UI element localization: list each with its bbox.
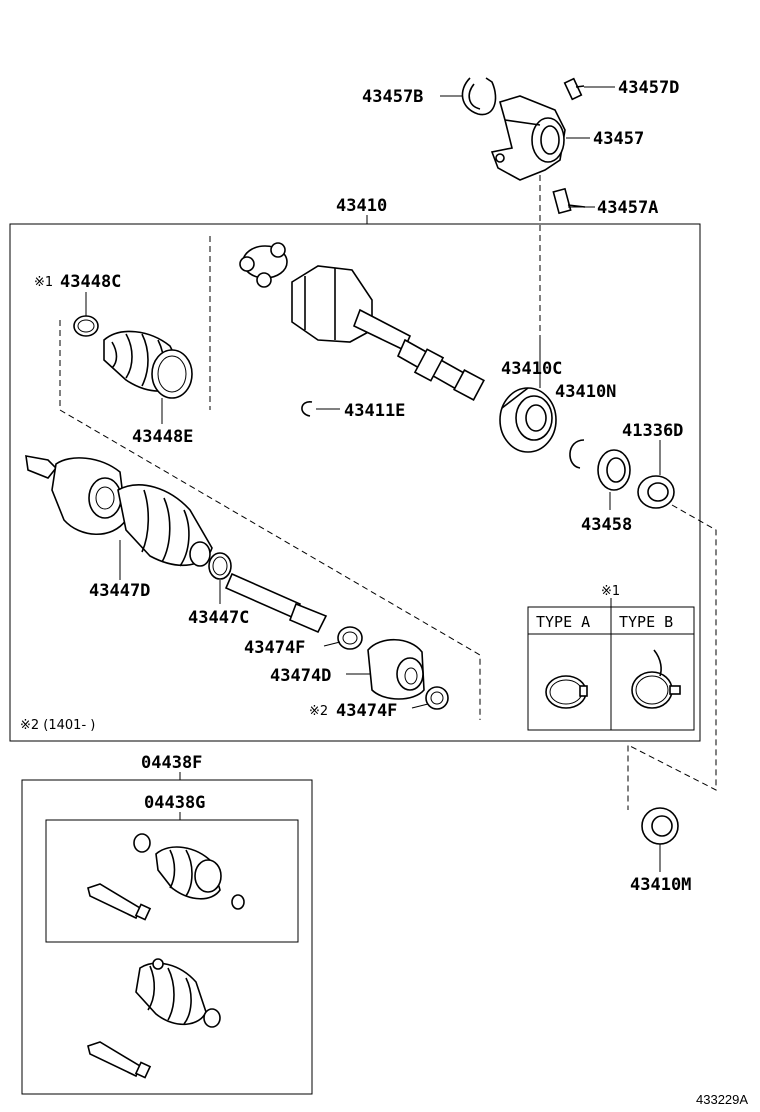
type-a-label: TYPE A [536,613,590,631]
label-43410[interactable]: 43410 [336,196,387,216]
label-41336D[interactable]: 41336D [622,421,683,441]
note-1-marker: ※1 [34,275,53,290]
label-04438F[interactable]: 04438F [141,753,202,773]
bearing-43410C[interactable] [499,387,557,453]
note-2-footnote: ※2 (1401- ) [20,718,95,733]
kit-clamp-small [133,833,151,853]
clamp-43448E[interactable] [151,349,193,399]
kit-clamp-ring [231,894,245,910]
clamp-43474F-b[interactable] [425,686,449,710]
kit-grease-tube-b [87,1041,152,1079]
label-43410C[interactable]: 43410C [501,359,562,379]
bolt-43457A[interactable] [552,187,586,215]
label-43448C[interactable]: 43448C [60,272,121,292]
damper-43474D[interactable] [367,639,425,700]
kit-boot-inner [155,846,222,900]
clamp-type-b-icon [631,649,681,709]
label-43457A[interactable]: 43457A [597,198,658,218]
snap-ring-43410N[interactable] [569,439,585,469]
clip-43457B[interactable] [461,77,497,116]
label-43457D[interactable]: 43457D [618,78,679,98]
seal-41336D[interactable] [637,475,675,509]
clamp-type-a-icon [545,675,588,709]
label-43474F-a[interactable]: 43474F [244,638,305,658]
note-2-marker: ※2 [309,704,328,719]
intermediate-shaft[interactable] [224,572,328,634]
clamp-43448C[interactable] [73,315,99,337]
note-1-inset-marker: ※1 [601,584,620,599]
kit-grease-tube-a [87,883,152,921]
seal-43458[interactable] [597,449,631,491]
boot-kit-box-04438G [45,819,299,943]
label-43457[interactable]: 43457 [593,129,644,149]
clamp-43447C[interactable] [208,552,232,580]
label-43410M[interactable]: 43410M [630,875,691,895]
outer-joint-43447D[interactable] [25,455,213,567]
label-43458[interactable]: 43458 [581,515,632,535]
label-43447C[interactable]: 43447C [188,608,249,628]
label-43474F-b[interactable]: 43474F [336,701,397,721]
clamp-43474F-a[interactable] [337,626,363,650]
label-43447D[interactable]: 43447D [89,581,150,601]
figure-id: 433229A [696,1092,748,1107]
bolt-43457D[interactable] [563,77,585,101]
kit-boot-outer [135,958,221,1028]
snap-ring-43411E[interactable] [301,401,313,417]
label-43474D[interactable]: 43474D [270,666,331,686]
bracket-43457[interactable] [490,95,566,181]
boot-kit-box-04438F [21,779,313,1095]
label-43448E[interactable]: 43448E [132,427,193,447]
seal-43410M[interactable] [641,807,679,845]
label-43410N[interactable]: 43410N [555,382,616,402]
label-43411E[interactable]: 43411E [344,401,405,421]
tripod-joint[interactable] [239,242,288,288]
type-b-label: TYPE B [619,613,673,631]
inner-joint-shaft-43410[interactable] [291,265,485,401]
label-04438G[interactable]: 04438G [144,793,205,813]
label-43457B[interactable]: 43457B [362,87,423,107]
assembly-box-43410 [9,223,701,742]
